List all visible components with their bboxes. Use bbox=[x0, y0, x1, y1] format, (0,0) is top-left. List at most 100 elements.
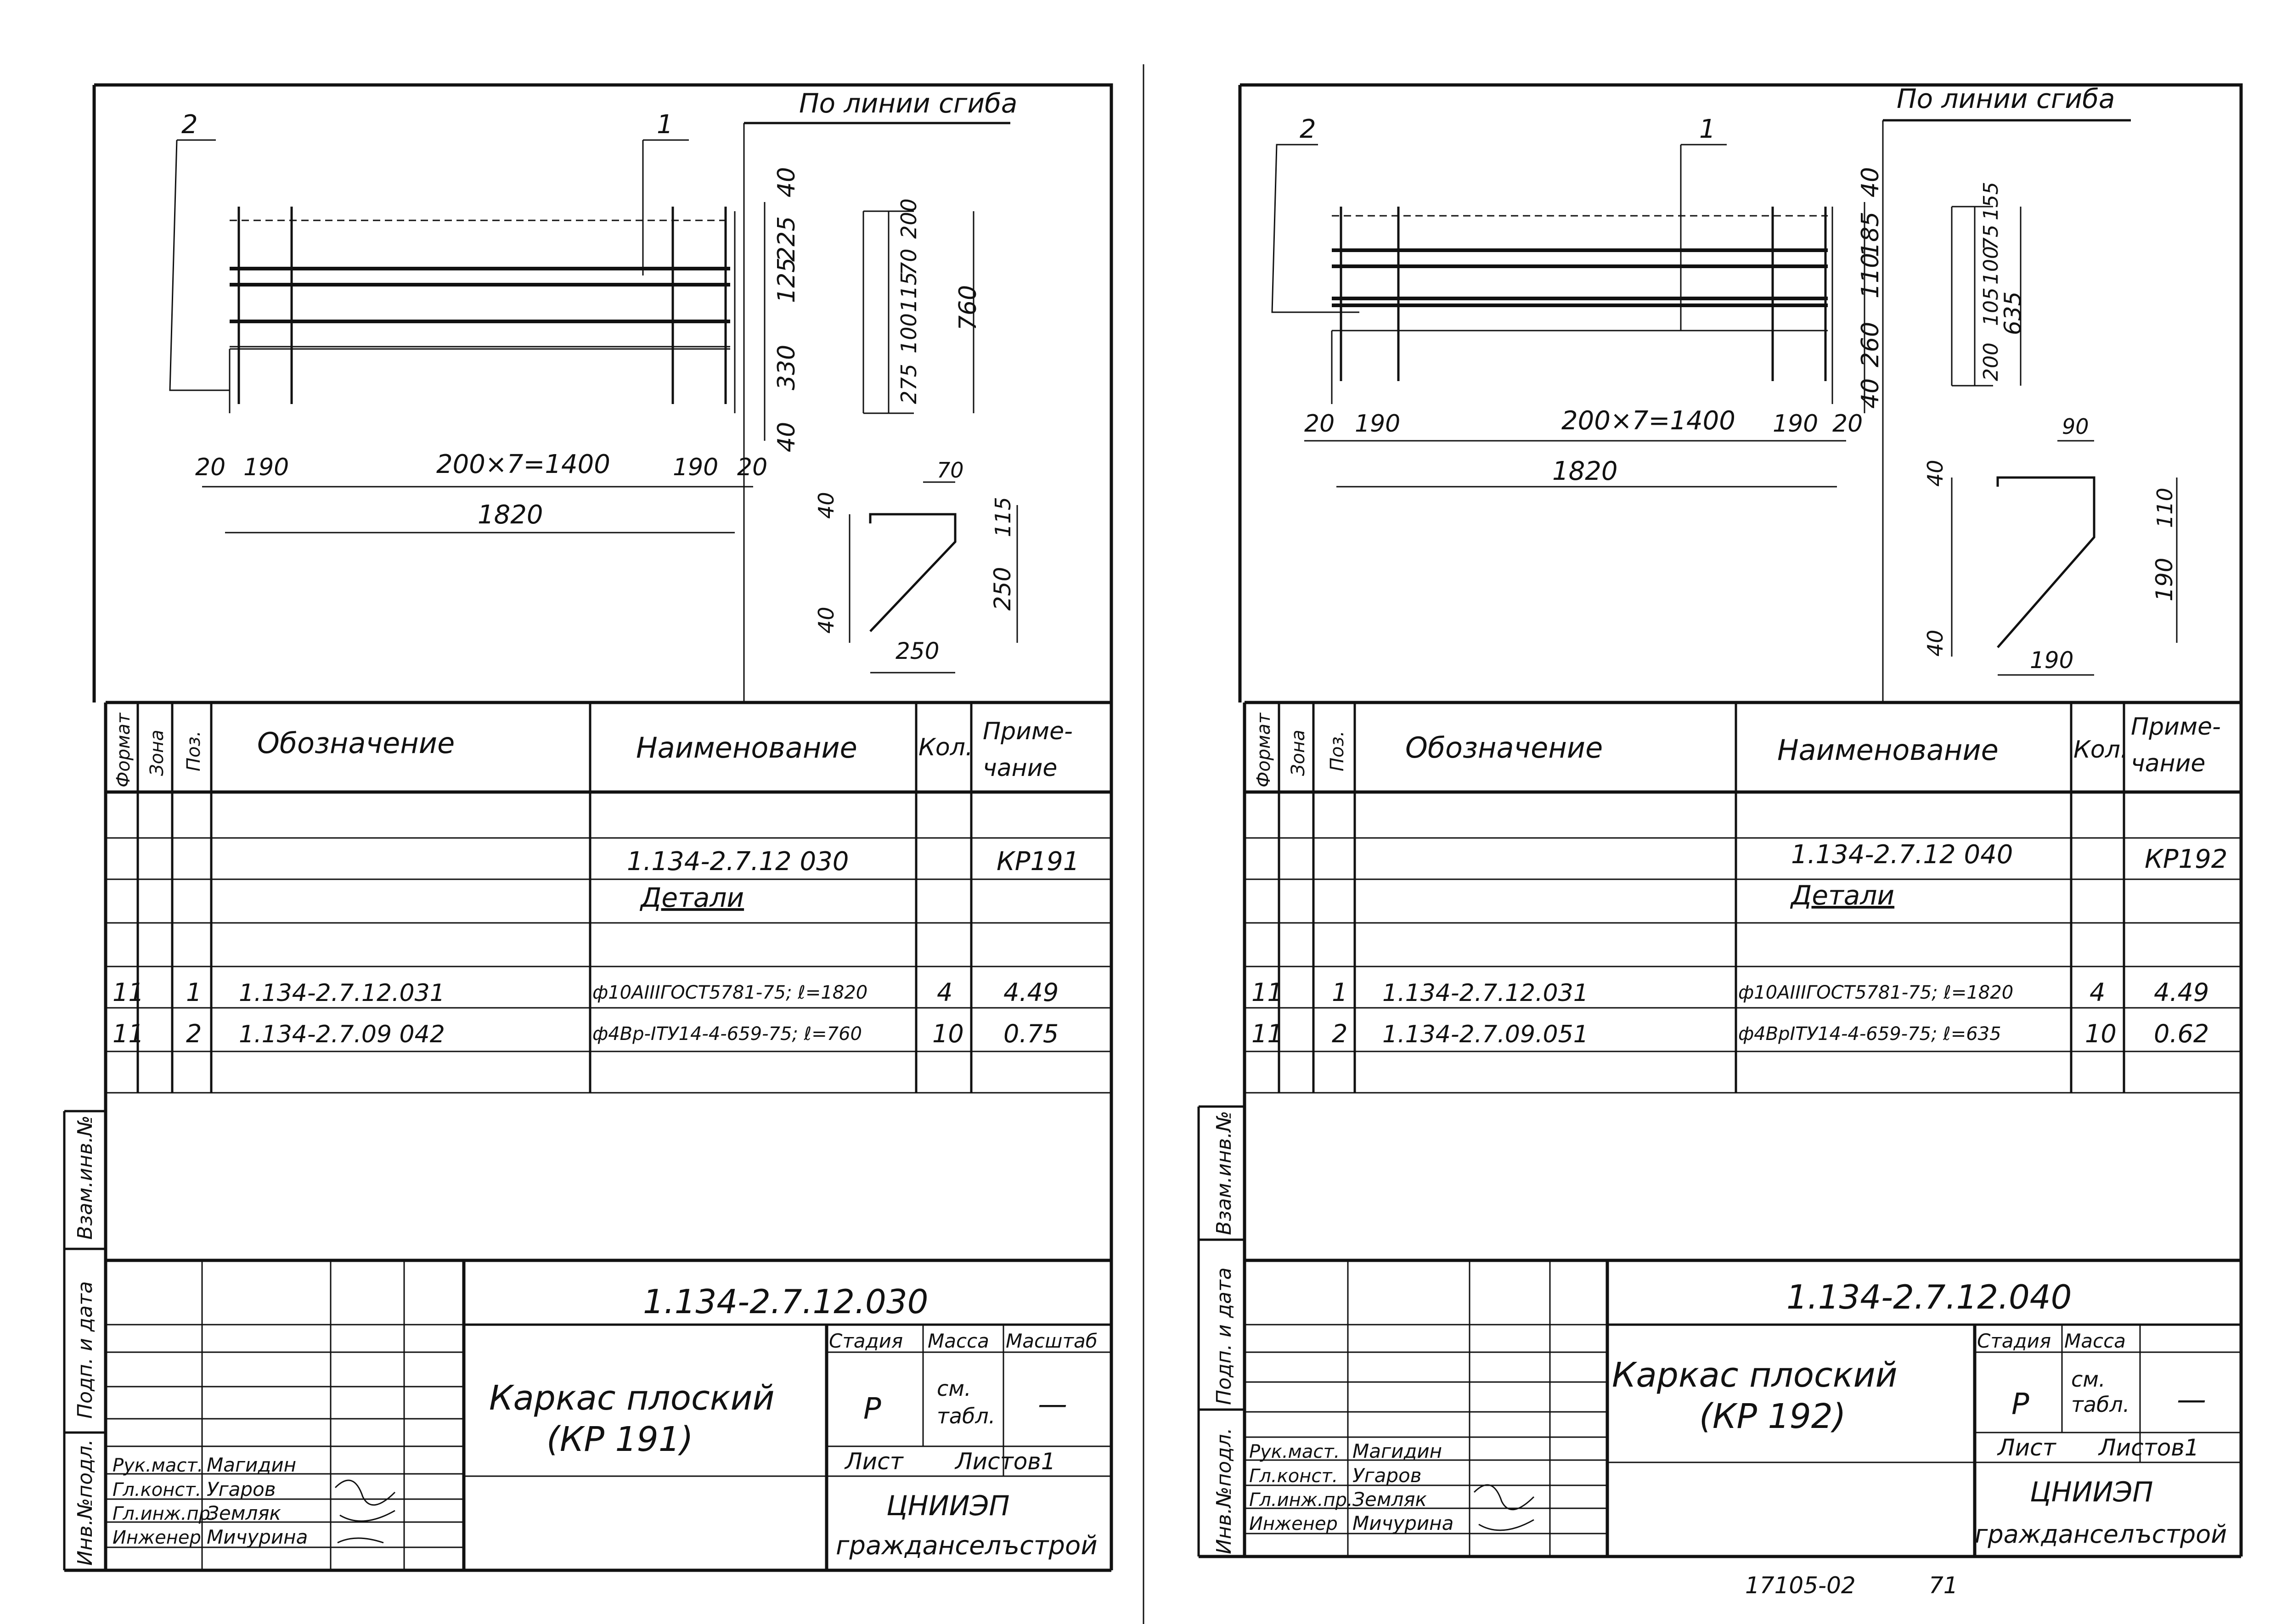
svg-text:Формат: Формат bbox=[1253, 712, 1274, 787]
dim-b-4: 190 bbox=[673, 454, 718, 481]
title-name-1: Каркас плоский bbox=[1612, 1355, 1898, 1395]
scale-header: Масштаб bbox=[1006, 1330, 1098, 1352]
svg-text:ф4Вр-IТУ14-4-659-75; ℓ=760: ф4Вр-IТУ14-4-659-75; ℓ=760 bbox=[592, 1023, 862, 1045]
dim-v-2: 225 bbox=[773, 216, 800, 262]
title-name-1: Каркас плоский bbox=[489, 1378, 775, 1418]
left-frame bbox=[94, 83, 1113, 1570]
svg-text:1.134-2.7.09 042: 1.134-2.7.09 042 bbox=[239, 1021, 445, 1048]
dim-b-3: 200×7=1400 bbox=[436, 450, 610, 479]
spec-section: Детали bbox=[639, 882, 744, 913]
spec-doc: 1.134-2.7.12 030 bbox=[627, 847, 849, 877]
svg-text:2: 2 bbox=[186, 1019, 202, 1048]
svg-text:ф10АIIIГОСТ5781-75; ℓ=1820: ф10АIIIГОСТ5781-75; ℓ=1820 bbox=[1738, 982, 2013, 1003]
svg-text:см.: см. bbox=[2071, 1367, 2106, 1392]
svg-text:185: 185 bbox=[1857, 212, 1884, 257]
col-pos: Поз. bbox=[183, 731, 204, 771]
dim-v-4: 330 bbox=[773, 345, 800, 390]
svg-text:Инженер: Инженер bbox=[113, 1527, 201, 1548]
svg-text:4.49: 4.49 bbox=[1003, 978, 1059, 1007]
section-detail: 70 40 115 250 40 250 bbox=[814, 458, 1018, 674]
svg-text:70: 70 bbox=[896, 248, 921, 275]
svg-text:Гл.инж.пр.: Гл.инж.пр. bbox=[1249, 1489, 1353, 1511]
svg-text:11: 11 bbox=[1251, 1019, 1283, 1048]
signatures bbox=[334, 1479, 396, 1544]
svg-text:Наименование: Наименование bbox=[1777, 733, 1999, 767]
svg-text:190: 190 bbox=[1773, 410, 1818, 438]
fold-line-label: По линии сгиба bbox=[799, 88, 1017, 119]
svg-text:40: 40 bbox=[1923, 629, 1948, 657]
svg-text:1820: 1820 bbox=[1552, 456, 1618, 486]
svg-text:760: 760 bbox=[954, 285, 982, 331]
svg-text:11: 11 bbox=[113, 978, 144, 1007]
svg-text:90: 90 bbox=[2062, 414, 2089, 439]
footer-page: 71 bbox=[1929, 1572, 1958, 1599]
svg-text:190: 190 bbox=[2030, 647, 2073, 674]
svg-text:Приме-: Приме- bbox=[2131, 713, 2221, 741]
svg-text:Взам.инв.№: Взам.инв.№ bbox=[1212, 1111, 1236, 1235]
svg-text:275: 275 bbox=[896, 364, 921, 404]
col-qty: Кол. bbox=[918, 734, 973, 761]
svg-text:40: 40 bbox=[1857, 167, 1884, 197]
svg-text:Земляк: Земляк bbox=[207, 1502, 282, 1524]
col-name: Наименование bbox=[636, 731, 857, 764]
svg-text:Земляк: Земляк bbox=[1352, 1488, 1427, 1511]
col-note-1: Приме- bbox=[983, 718, 1073, 745]
svg-text:190: 190 bbox=[1355, 410, 1400, 438]
svg-text:40: 40 bbox=[1857, 378, 1884, 409]
sheets-label: Листов1 bbox=[954, 1448, 1056, 1475]
table-row: 11 1 1.134-2.7.12.031 ф10АIIIГОСТ5781-75… bbox=[113, 978, 1059, 1007]
svg-text:Зона: Зона bbox=[1288, 730, 1309, 776]
svg-text:250: 250 bbox=[989, 567, 1016, 611]
svg-text:200×7=1400: 200×7=1400 bbox=[1561, 406, 1735, 436]
left-sheet: По линии сгиба 2 1 40 225 bbox=[63, 83, 1113, 1572]
svg-text:ЦНИИЭП: ЦНИИЭП bbox=[2030, 1476, 2153, 1508]
svg-text:Детали: Детали bbox=[1790, 880, 1894, 911]
svg-text:Лист: Лист bbox=[1997, 1434, 2057, 1461]
table-row: 11 1 1.134-2.7.12.031 ф10АIIIГОСТ5781-75… bbox=[1251, 978, 2209, 1007]
svg-text:1.134-2.7.12.031: 1.134-2.7.12.031 bbox=[239, 979, 445, 1007]
svg-text:190: 190 bbox=[2151, 558, 2178, 601]
svg-text:40: 40 bbox=[814, 607, 839, 634]
svg-text:Мичурина: Мичурина bbox=[207, 1526, 308, 1548]
svg-text:Магидин: Магидин bbox=[1352, 1440, 1442, 1462]
svg-text:Рук.маст.: Рук.маст. bbox=[1249, 1441, 1340, 1462]
svg-text:Угаров: Угаров bbox=[1352, 1464, 1422, 1487]
svg-text:155: 155 bbox=[1979, 182, 2003, 220]
svg-text:70: 70 bbox=[937, 458, 964, 483]
svg-text:0.75: 0.75 bbox=[1003, 1019, 1059, 1048]
svg-text:4: 4 bbox=[2090, 978, 2105, 1007]
mass-value-2: табл. bbox=[937, 1404, 995, 1428]
col-designation: Обозначение bbox=[257, 726, 455, 760]
svg-text:250: 250 bbox=[896, 638, 939, 664]
svg-text:20: 20 bbox=[1304, 410, 1335, 438]
svg-text:40: 40 bbox=[814, 492, 839, 519]
scale-value: — bbox=[1038, 1388, 1067, 1422]
title-name-2: (КР 192) bbox=[1699, 1397, 1846, 1436]
svg-text:100: 100 bbox=[1979, 246, 2003, 285]
dim-b-5: 20 bbox=[737, 454, 767, 481]
right-sheet: По линии сгиба 2 1 40 185 110 260 40 bbox=[1197, 83, 2243, 1558]
dim-v-5: 40 bbox=[773, 422, 800, 452]
dim-v-3: 125 bbox=[773, 258, 800, 303]
side-label-swap: Взам.инв.№ bbox=[73, 1115, 97, 1240]
side-label-sign: Подп. и дата bbox=[73, 1281, 97, 1419]
svg-text:Инв.№подл.: Инв.№подл. bbox=[1212, 1427, 1236, 1554]
svg-text:4: 4 bbox=[937, 978, 952, 1007]
spec-table bbox=[1245, 701, 2241, 1262]
callout-1: 1 bbox=[1699, 114, 1716, 144]
svg-text:гражданселъстрой: гражданселъстрой bbox=[1975, 1520, 2227, 1549]
svg-text:Листов1: Листов1 bbox=[2098, 1434, 2199, 1461]
org-name-1: ЦНИИЭП bbox=[886, 1490, 1009, 1522]
svg-text:20: 20 bbox=[1832, 410, 1863, 438]
svg-text:200: 200 bbox=[896, 198, 921, 239]
svg-text:Кол.: Кол. bbox=[2073, 736, 2128, 764]
title-code: 1.134-2.7.12.030 bbox=[643, 1282, 928, 1321]
svg-text:—: — bbox=[2177, 1383, 2206, 1417]
callout-2: 2 bbox=[181, 110, 198, 140]
sheet-label: Лист bbox=[844, 1448, 904, 1475]
stage-value: Р bbox=[863, 1392, 881, 1426]
svg-text:115: 115 bbox=[991, 497, 1015, 537]
svg-text:Р: Р bbox=[2011, 1388, 2029, 1422]
dim-b-1: 20 bbox=[195, 454, 225, 481]
svg-text:1: 1 bbox=[1332, 978, 1347, 1007]
